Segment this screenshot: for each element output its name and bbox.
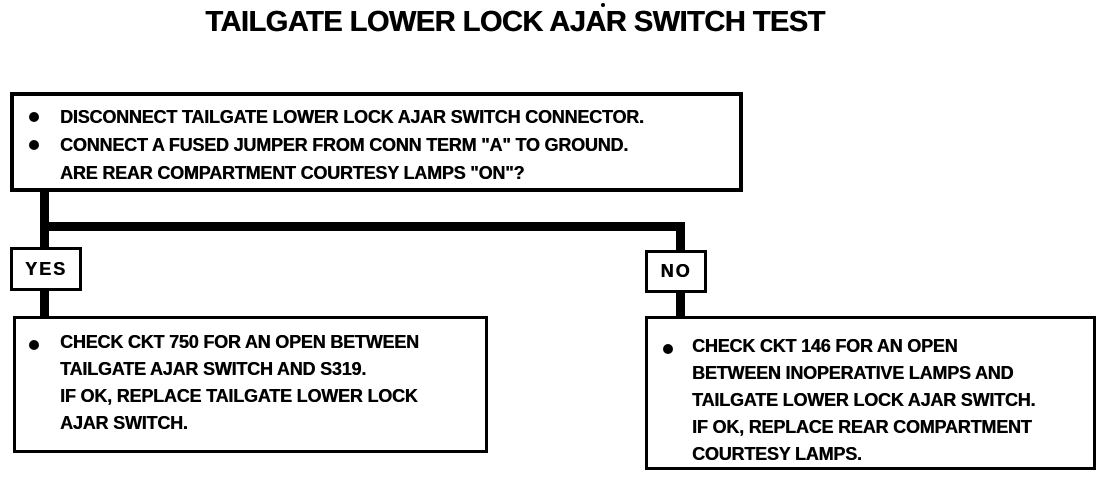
connector-stem-left xyxy=(40,190,49,248)
yes-result-line: CHECK CKT 750 FOR AN OPEN BETWEEN xyxy=(60,332,419,352)
page-title: TAILGATE LOWER LOCK AJAR SWITCH TEST xyxy=(205,6,825,38)
bullet-icon xyxy=(29,112,39,122)
yes-result-line: IF OK, REPLACE TAILGATE LOWER LOCK xyxy=(60,386,418,406)
connector-drop-right xyxy=(676,222,685,252)
yes-label: YES xyxy=(24,258,68,279)
no-label-box: NO xyxy=(645,250,707,293)
question-step-2-text: CONNECT A FUSED JUMPER FROM CONN TERM "A… xyxy=(60,134,629,155)
no-result-line: TAILGATE LOWER LOCK AJAR SWITCH. xyxy=(692,390,1036,410)
question-step-1-text: DISCONNECT TAILGATE LOWER LOCK AJAR SWIT… xyxy=(60,106,644,127)
no-result-line: COURTESY LAMPS. xyxy=(692,444,862,464)
bullet-spacer xyxy=(29,168,39,178)
connector-branch-horizontal xyxy=(40,222,685,231)
connector-yes-to-result xyxy=(40,289,49,318)
question-text: ARE REAR COMPARTMENT COURTESY LAMPS "ON"… xyxy=(60,162,525,183)
no-label: NO xyxy=(660,261,692,281)
no-result-line: BETWEEN INOPERATIVE LAMPS AND xyxy=(692,363,1014,383)
yes-label-box: YES xyxy=(10,247,82,291)
no-result-line: IF OK, REPLACE REAR COMPARTMENT xyxy=(692,417,1032,437)
question-box: DISCONNECT TAILGATE LOWER LOCK AJAR SWIT… xyxy=(10,92,743,192)
scan-speck xyxy=(601,3,605,7)
no-result-line: CHECK CKT 146 FOR AN OPEN xyxy=(692,336,958,356)
yes-result-box: CHECK CKT 750 FOR AN OPEN BETWEEN TAILGA… xyxy=(13,316,488,453)
bullet-icon xyxy=(663,344,673,354)
yes-result-line: AJAR SWITCH. xyxy=(60,413,188,433)
question-step-2: CONNECT A FUSED JUMPER FROM CONN TERM "A… xyxy=(14,131,739,159)
no-result-box: CHECK CKT 146 FOR AN OPEN BETWEEN INOPER… xyxy=(645,316,1096,470)
question-line: ARE REAR COMPARTMENT COURTESY LAMPS "ON"… xyxy=(14,159,739,187)
yes-result-text: CHECK CKT 750 FOR AN OPEN BETWEEN TAILGA… xyxy=(60,329,485,437)
connector-no-to-result xyxy=(676,291,685,318)
yes-result-line: TAILGATE AJAR SWITCH AND S319. xyxy=(60,359,367,379)
bullet-icon xyxy=(29,140,39,150)
bullet-icon xyxy=(29,340,39,350)
no-result-text: CHECK CKT 146 FOR AN OPEN BETWEEN INOPER… xyxy=(692,333,1093,468)
question-step-1: DISCONNECT TAILGATE LOWER LOCK AJAR SWIT… xyxy=(14,103,739,131)
